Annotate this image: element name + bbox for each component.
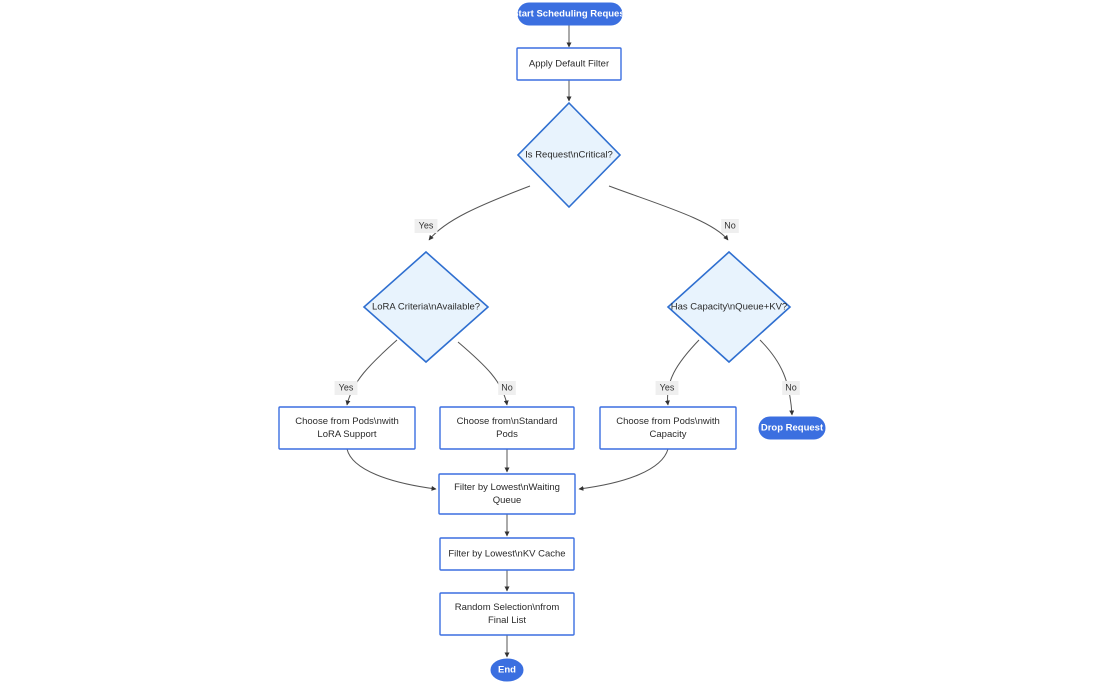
flow-edge [428,185,531,241]
node-apply_default_filter[interactable]: Apply Default Filter [516,47,622,81]
node-label-text: Choose from Pods\nwith [295,416,399,427]
edge-label-e8: No [782,381,800,395]
node-label-text: Final List [488,615,526,626]
node-label-text: Has Capacity\nQueue+KV? [671,302,787,313]
edge-label-e3: Yes [414,219,438,233]
node-filter_kv_cache[interactable]: Filter by Lowest\nKV Cache [439,537,575,571]
edge-label-e7: Yes [655,381,679,395]
node-shape-rect [439,537,575,571]
node-label-text: Choose from Pods\nwith [616,416,720,427]
node-label-text: Capacity [650,429,687,440]
node-label-text: Apply Default Filter [529,59,609,70]
flow-edge [578,448,669,491]
node-shape-rect [599,406,737,450]
node-label-text: Queue [493,495,522,506]
node-lora_criteria_available[interactable]: LoRA Criteria\nAvailable? [362,250,490,364]
node-shape-rect [439,406,575,450]
edge-label-text: No [724,220,736,230]
edges-layer [345,25,795,658]
edge-label-background [655,381,679,395]
edge-label-background [498,381,516,395]
edge-label-background [721,219,739,233]
edge-label-e6: No [498,381,516,395]
edge-label-e5: Yes [334,381,358,395]
node-start[interactable]: Start Scheduling Request [512,2,629,26]
node-label-text: Choose from\nStandard [457,416,558,427]
edge-label-background [334,381,358,395]
node-label-text: Is Request\nCritical? [525,150,613,161]
edge-label-text: Yes [660,382,675,392]
node-shape-stadium [758,416,826,440]
node-label-text: Pods [496,429,518,440]
node-shape-rect [439,592,575,636]
flow-edge [346,448,437,491]
node-shape-diamond [666,250,792,364]
node-shape-stadium [517,2,623,26]
node-label-text: Start Scheduling Request [512,9,628,20]
node-end[interactable]: End [490,658,524,682]
node-label-text: End [498,665,516,676]
node-shape-diamond [516,101,622,209]
flow-edge [608,185,729,241]
node-shape-ellipse [490,658,524,682]
node-label-text: Filter by Lowest\nKV Cache [448,549,565,560]
node-label-text: Filter by Lowest\nWaiting [454,482,560,493]
flow-edge [345,339,398,406]
flow-edge [759,339,795,416]
edge-label-text: No [501,382,513,392]
node-shape-diamond [362,250,490,364]
node-shape-rect [278,406,416,450]
node-shape-rect [438,473,576,515]
node-label-text: LoRA Criteria\nAvailable? [372,302,480,313]
node-drop_request[interactable]: Drop Request [758,416,826,440]
edge-label-background [782,381,800,395]
flow-edge [457,341,509,406]
edge-label-background [414,219,438,233]
edge-label-text: Yes [339,382,354,392]
edge-label-text: No [785,382,797,392]
flow-edge [664,339,700,406]
node-label-text: Drop Request [761,423,824,434]
node-is_request_critical[interactable]: Is Request\nCritical? [516,101,622,209]
edge-label-e4: No [721,219,739,233]
edge-label-text: Yes [419,220,434,230]
node-label-text: Random Selection\nfrom [455,602,560,613]
node-label-text: LoRA Support [317,429,377,440]
node-has_capacity[interactable]: Has Capacity\nQueue+KV? [666,250,792,364]
node-shape-rect [516,47,622,81]
